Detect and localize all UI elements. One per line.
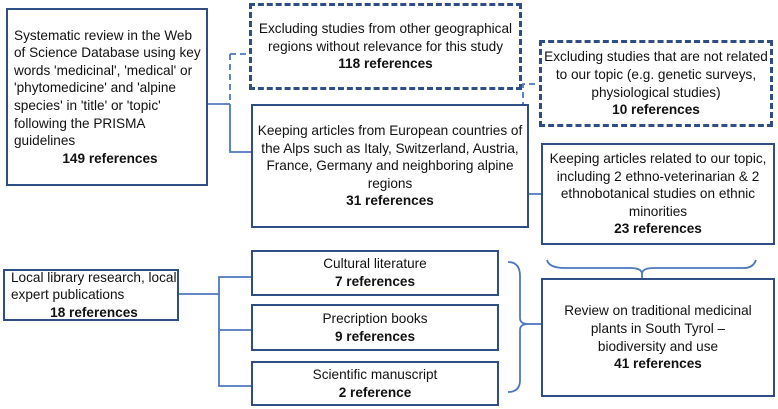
- scientific-manuscript-text: Scientific manuscript: [312, 366, 438, 382]
- connector-library-trunk: [178, 276, 251, 295]
- excluded-regions-box: Excluding studies from other geographica…: [249, 3, 522, 90]
- prescription-books-box: Precription books 9 references: [251, 304, 499, 351]
- related-topic-text: Keeping articles related to our topic, i…: [549, 151, 767, 219]
- related-topic-box: Keeping articles related to our topic, i…: [541, 143, 775, 245]
- prescription-books-text: Precription books: [322, 310, 428, 326]
- cultural-literature-box: Cultural literature 7 references: [251, 250, 499, 296]
- connector-second-split-dashed: [522, 83, 539, 138]
- excluded-unrelated-text: Excluding studies that are not related t…: [544, 49, 768, 100]
- excluded-unrelated-box: Excluding studies that are not related t…: [539, 40, 773, 127]
- related-topic-count: 23 references: [614, 221, 702, 237]
- final-review-text: Review on traditional medicinal plants i…: [564, 303, 752, 354]
- connector-split-vertical-solid: [229, 104, 251, 153]
- european-alps-text: Keeping articles from European countries…: [257, 123, 523, 191]
- local-library-box: Local library research, local expert pub…: [3, 269, 179, 321]
- final-review-box: Review on traditional medicinal plants i…: [541, 278, 775, 397]
- scientific-manuscript-box: Scientific manuscript 2 reference: [251, 361, 499, 406]
- wos-search-box: Systematic review in the Web of Science …: [6, 8, 208, 186]
- excluded-regions-text: Excluding studies from other geographica…: [258, 21, 513, 54]
- prescription-books-count: 9 references: [334, 328, 416, 344]
- european-alps-box: Keeping articles from European countries…: [251, 104, 529, 228]
- bracket-local-sources: [507, 261, 529, 393]
- excluded-unrelated-count: 10 references: [612, 102, 700, 118]
- cultural-literature-count: 7 references: [334, 274, 416, 289]
- cultural-literature-text: Cultural literature: [323, 256, 427, 272]
- connector-library-branch: [218, 294, 251, 387]
- european-alps-count: 31 references: [346, 193, 434, 209]
- local-library-count: 18 references: [50, 304, 138, 320]
- final-review-count: 41 references: [614, 356, 702, 372]
- wos-search-count: 149 references: [62, 150, 158, 166]
- wos-search-text: Systematic review in the Web of Science …: [14, 27, 201, 149]
- local-library-text: Local library research, local expert pub…: [11, 269, 177, 303]
- excluded-regions-count: 118 references: [338, 56, 433, 72]
- bracket-related-topic: [546, 259, 757, 275]
- scientific-manuscript-count: 2 reference: [338, 384, 412, 400]
